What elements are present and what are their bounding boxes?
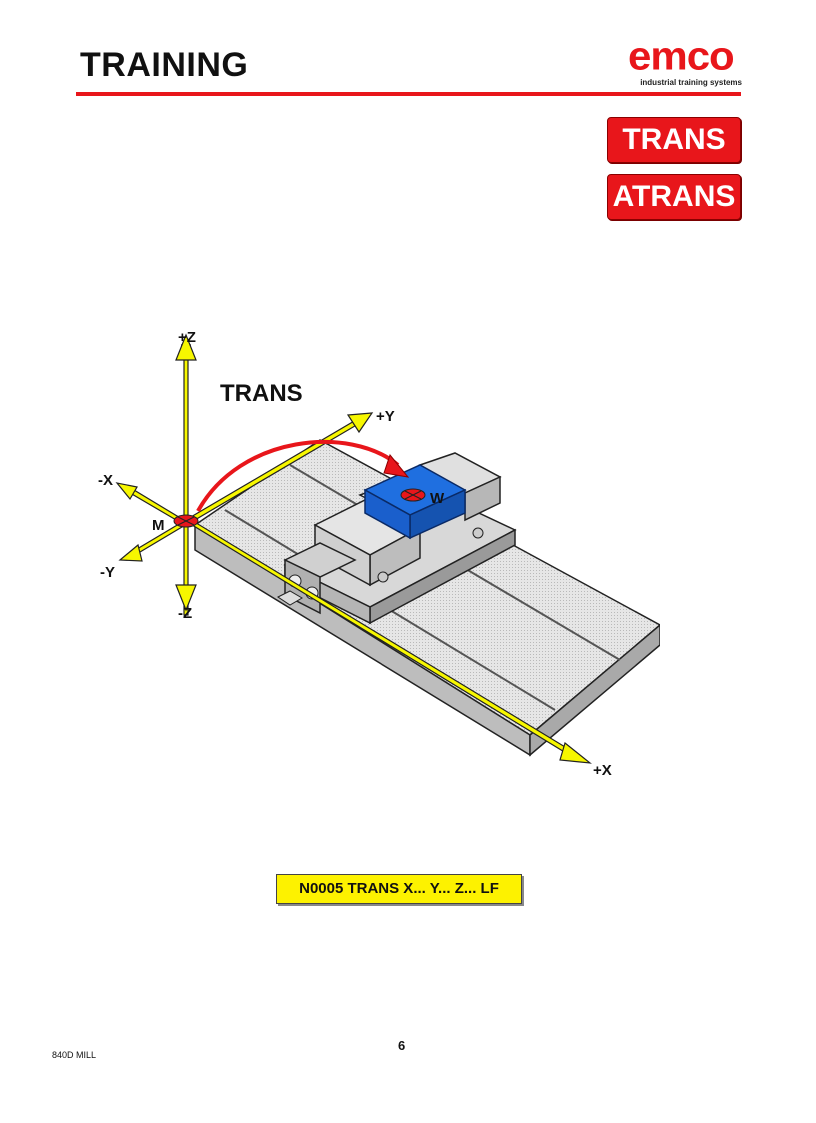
document-footer: 840D MILL bbox=[52, 1050, 97, 1060]
trans-diagram: TRANS +Z -Z +X -X +Y -Y M W bbox=[98, 329, 660, 779]
page-number: 6 bbox=[398, 1038, 406, 1053]
axes bbox=[115, 333, 592, 764]
machine-vice bbox=[277, 452, 517, 625]
logo-wordmark: emco bbox=[628, 33, 735, 78]
z-axis bbox=[181, 344, 191, 616]
label-machine-zero: M bbox=[152, 517, 165, 534]
workpiece-zero-marker bbox=[400, 488, 426, 502]
label-minus-y: -Y bbox=[100, 564, 115, 581]
logo-tagline: industrial training systems bbox=[640, 78, 742, 87]
label-plus-z: +Z bbox=[178, 329, 196, 346]
header-rule bbox=[76, 92, 741, 96]
diagram-heading: TRANS bbox=[220, 380, 303, 407]
machine-zero-marker bbox=[173, 514, 199, 528]
x-minus-arrowhead bbox=[115, 482, 138, 501]
page-title: TRAINING bbox=[80, 46, 249, 84]
y-minus-arrowhead bbox=[118, 543, 143, 562]
translation-arrowhead bbox=[383, 453, 410, 478]
label-minus-z: -Z bbox=[178, 605, 192, 622]
label-workpiece-zero: W bbox=[430, 490, 445, 507]
x-plus-arrowhead bbox=[559, 741, 592, 764]
z-minus-arrowhead bbox=[175, 584, 197, 612]
label-minus-x: -X bbox=[98, 472, 113, 489]
atrans-tag: ATRANS bbox=[607, 174, 741, 220]
z-plus-arrowhead bbox=[175, 333, 197, 361]
translation-arrow bbox=[196, 440, 400, 512]
y-plus-arrowhead bbox=[346, 412, 374, 434]
trans-tag: TRANS bbox=[607, 117, 741, 163]
label-plus-y: +Y bbox=[376, 408, 395, 425]
emco-logo: emco industrial training systems bbox=[620, 33, 742, 90]
code-example: N0005 TRANS X... Y... Z... LF bbox=[276, 874, 522, 904]
label-plus-x: +X bbox=[593, 762, 612, 779]
